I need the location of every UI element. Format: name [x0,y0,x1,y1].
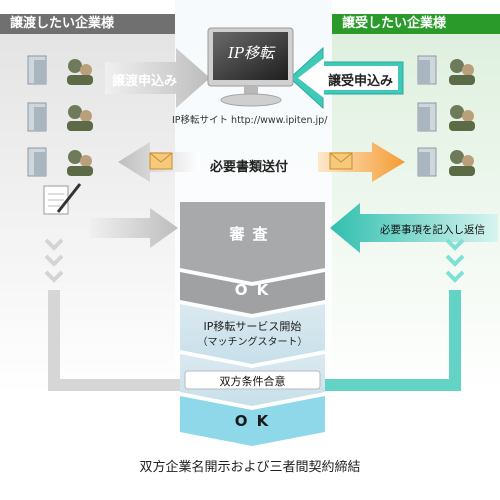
send-documents-arrow-right [318,142,405,182]
right-return-line [300,290,461,391]
left-return-line [48,290,200,391]
process-ok2-block [180,396,325,446]
matching-start-label: （マッチングスタート） [197,337,308,348]
right-person-icons [449,59,475,176]
review-label: 審査 [229,225,276,243]
transferor-header: 譲渡したい企業様 [0,14,175,34]
acquire-request-label: 譲受申込み [328,74,394,89]
process-service-block [180,304,325,364]
reply-arrow [330,203,498,253]
process-ok1-block [180,272,325,314]
service-start-label: IP移転サービス開始 [203,320,302,333]
footer-text: 双方企業名開示および三者間契約締結 [139,460,361,475]
left-person-icons [67,59,93,176]
envelope-icon-right [329,152,353,170]
left-to-review-arrow [90,208,178,248]
left-building-icon [27,55,47,177]
ok-label-2: O K [234,412,271,430]
ok-label-1: O K [234,281,271,299]
monitor-icon [207,27,294,107]
site-caption: IP移転サイト http://www.ipiten.jp/ [172,115,328,126]
send-documents-label: 必要書類送付 [210,160,289,175]
monitor-logo: IP移転 [227,44,275,62]
right-down-chevrons [445,238,465,283]
document-pen-icon [43,183,82,215]
process-review-block [180,202,325,282]
transfer-request-label: 譲渡申込み [112,74,178,89]
left-down-chevrons [44,238,64,283]
right-building-icon [417,55,437,177]
mutual-agreement-label: 双方条件合意 [219,375,286,388]
process-stack [180,202,325,446]
transferee-header: 譲受したい企業様 [332,14,500,34]
transfer-request-arrow [105,48,210,108]
fill-and-reply-label: 必要事項を記入し返信 [380,224,485,236]
envelope-icon-left [149,152,173,170]
mutual-agreement-banner [184,370,321,390]
